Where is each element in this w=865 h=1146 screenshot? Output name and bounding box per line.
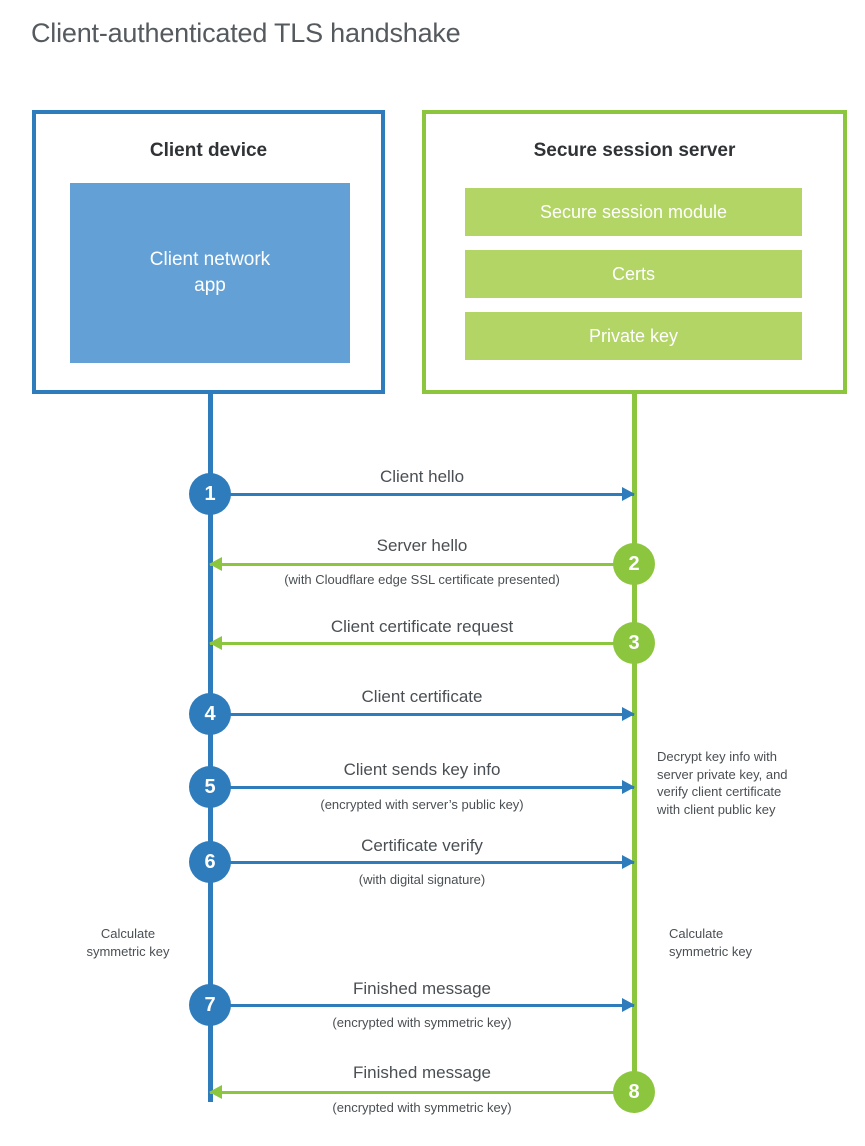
step-2-badge: 2 — [613, 543, 655, 585]
server-decrypt-note: Decrypt key info with server private key… — [657, 749, 788, 817]
step-6-main-label: Certificate verify — [361, 836, 483, 855]
step-5-arrow — [210, 780, 635, 794]
arrow-head-left-icon — [209, 1085, 222, 1099]
step-8-arrow — [209, 1085, 634, 1099]
step-3-badge: 3 — [613, 622, 655, 664]
arrow-head-right-icon — [622, 707, 635, 721]
step-8-main-label: Finished message — [353, 1063, 491, 1082]
step-8-sub-label: (encrypted with symmetric key) — [332, 1100, 512, 1115]
step-8-badge: 8 — [613, 1071, 655, 1113]
page-title: Client-authenticated TLS handshake — [31, 18, 461, 48]
step-2-main-label: Server hello — [376, 536, 468, 555]
server-lifeline — [632, 394, 637, 1092]
step-5-main-label: Client sends key info — [343, 760, 501, 779]
arrow-head-left-icon — [209, 557, 222, 571]
step-2-sub-label: (with Cloudflare edge SSL certificate pr… — [284, 572, 560, 587]
client-app-label-line2: app — [194, 275, 226, 296]
secure-session-server-box: Secure session server Secure session mod… — [422, 110, 847, 394]
server-calculate-symmetric-key-note: Calculate symmetric key — [669, 926, 753, 959]
step-2-arrow — [209, 557, 634, 571]
step-4-main-label: Client certificate — [361, 687, 483, 706]
client-device-title: Client device — [149, 140, 268, 161]
step-5-sub-label: (encrypted with server’s public key) — [320, 797, 524, 812]
step-4-arrow — [210, 707, 635, 721]
server-item-private-key: Private key — [465, 312, 802, 360]
client-app-label-line1: Client network — [149, 249, 271, 271]
arrow-head-left-icon — [209, 636, 222, 650]
arrow-head-right-icon — [622, 855, 635, 869]
step-4-badge: 4 — [189, 693, 231, 735]
step-3-arrow — [209, 636, 634, 650]
arrow-head-right-icon — [622, 998, 635, 1012]
secure-session-server-title: Secure session server — [533, 140, 736, 161]
server-item-certs: Certs — [465, 250, 802, 298]
client-lifeline — [208, 394, 213, 1102]
step-6-arrow — [210, 855, 635, 869]
client-device-box: Client device Client network app — [32, 110, 385, 394]
step-1-main-label: Client hello — [379, 467, 465, 486]
step-7-arrow — [210, 998, 635, 1012]
step-6-badge: 6 — [189, 841, 231, 883]
client-calculate-symmetric-key-note: Calculate symmetric key — [86, 926, 170, 959]
step-1-badge: 1 — [189, 473, 231, 515]
arrow-head-right-icon — [622, 487, 635, 501]
step-3-main-label: Client certificate request — [330, 617, 514, 636]
step-5-badge: 5 — [189, 766, 231, 808]
server-item-secure-session-module: Secure session module — [465, 188, 802, 236]
step-7-badge: 7 — [189, 984, 231, 1026]
client-network-app-block: Client network app — [70, 183, 350, 363]
step-6-sub-label: (with digital signature) — [358, 872, 486, 887]
arrow-head-right-icon — [622, 780, 635, 794]
step-1-arrow — [210, 487, 635, 501]
step-7-sub-label: (encrypted with symmetric key) — [332, 1015, 512, 1030]
step-7-main-label: Finished message — [353, 979, 491, 998]
